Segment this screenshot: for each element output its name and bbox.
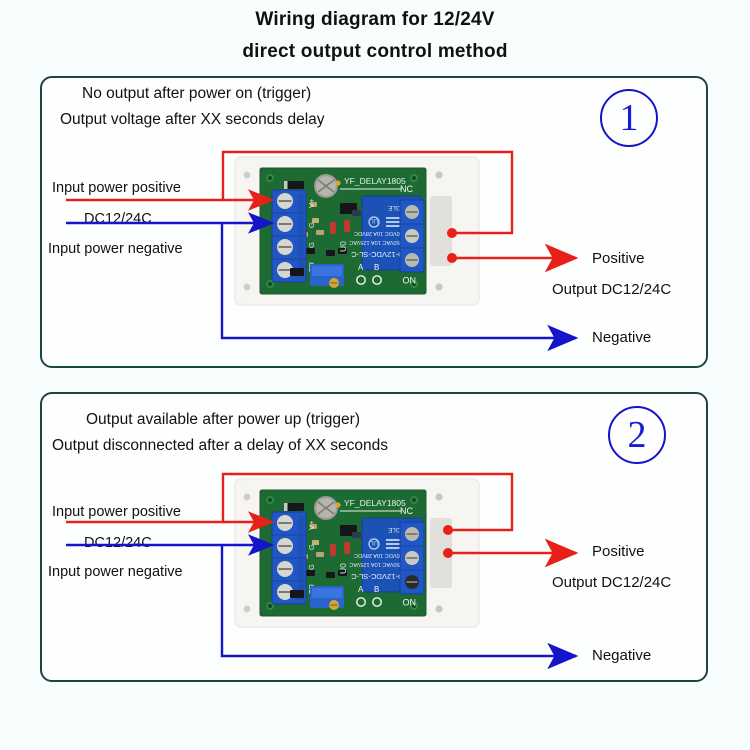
svg-text:G: G <box>307 222 316 228</box>
board-silkscreen-2: YF_DELAY1805 <box>344 498 406 508</box>
svg-text:NC: NC <box>400 506 413 516</box>
panel-1-input-positive-label: Input power positive <box>52 180 181 196</box>
panel-2-step-number: 2 <box>608 406 666 464</box>
panel-2-output-positive-label: Positive <box>592 543 645 560</box>
panel-1-relay-board: YF_DELAY1805 V+ <box>234 156 480 311</box>
svg-text:NO: NO <box>403 275 417 285</box>
panel-1-desc-line-1: No output after power on (trigger) <box>82 85 312 102</box>
panel-2-desc-line-1: Output available after power up (trigger… <box>86 411 360 428</box>
svg-text:G: G <box>307 544 316 550</box>
title-line-2: direct output control method <box>242 41 508 62</box>
svg-text:G: G <box>307 242 316 248</box>
svg-text:NC: NC <box>400 184 413 194</box>
panel-1-output-positive-label: Positive <box>592 250 645 267</box>
svg-text:V+: V+ <box>307 198 316 208</box>
panel-1-desc-line-2: Output voltage after XX seconds delay <box>60 111 325 128</box>
title-line-1: Wiring diagram for 12/24V <box>255 9 495 30</box>
panel-1-output-negative-label: Negative <box>592 329 652 346</box>
relay-board-graphic-2: YF_DELAY1805 V+ G G TR U0 <box>234 478 480 628</box>
panel-2-output-negative-label: Negative <box>592 647 652 664</box>
panel-2-input-voltage-label: DC12/24C <box>84 535 152 551</box>
page-title: Wiring diagram for 12/24V direct output … <box>0 4 750 68</box>
board-silkscreen-1: YF_DELAY1805 <box>344 176 406 186</box>
svg-text:U0: U0 <box>338 563 348 574</box>
panel-1-step-number: 1 <box>600 89 658 147</box>
svg-text:A: A <box>358 585 364 594</box>
relay-board-graphic-1: YF_DELAY1805 V+ <box>234 156 480 306</box>
panel-2-desc-line-2: Output disconnected after a delay of XX … <box>52 437 389 454</box>
svg-text:UL: UL <box>370 217 378 223</box>
panel-2-output-voltage-label: Output DC12/24C <box>552 574 672 591</box>
panel-2-input-negative-label: Input power negative <box>48 564 183 580</box>
svg-text:NO: NO <box>403 597 417 607</box>
svg-text:A: A <box>358 263 364 272</box>
panel-1-output-voltage-label: Output DC12/24C <box>552 281 672 298</box>
svg-text:UL: UL <box>370 539 378 545</box>
panel-2-relay-board: YF_DELAY1805 V+ G G TR U0 <box>234 478 480 633</box>
svg-text:B: B <box>374 263 379 272</box>
svg-text:G: G <box>307 564 316 570</box>
panel-1-input-voltage-label: DC12/24C <box>84 211 152 227</box>
panel-1-input-negative-label: Input power negative <box>48 241 183 257</box>
svg-text:U0: U0 <box>338 241 348 252</box>
svg-text:V+: V+ <box>307 520 316 530</box>
svg-text:B: B <box>374 585 379 594</box>
panel-2-input-positive-label: Input power positive <box>52 504 181 520</box>
